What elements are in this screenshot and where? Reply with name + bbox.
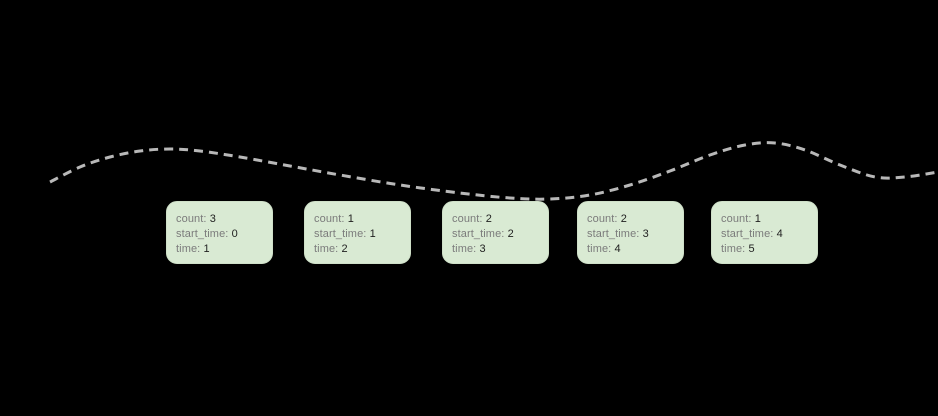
- node-field-value: 1: [347, 213, 354, 225]
- node-field: start_time: 3: [587, 227, 683, 242]
- node-field-key: time:: [721, 243, 746, 255]
- node-field-value: 3: [209, 213, 216, 225]
- node-field: time: 5: [721, 242, 817, 257]
- node-field-key: start_time:: [452, 228, 505, 240]
- node-field-value: 0: [231, 228, 238, 240]
- node-field-value: 2: [620, 213, 627, 225]
- node-field-key: count:: [587, 213, 618, 225]
- node-field: start_time: 2: [452, 227, 548, 242]
- node-field: start_time: 4: [721, 227, 817, 242]
- node-field: time: 3: [452, 242, 548, 257]
- node-field: start_time: 1: [314, 227, 410, 242]
- node-field-key: start_time:: [176, 228, 229, 240]
- node-field-key: time:: [314, 243, 339, 255]
- node-field-value: 4: [776, 228, 783, 240]
- node-field-key: time:: [452, 243, 477, 255]
- node-field: time: 2: [314, 242, 410, 257]
- node-field-key: time:: [176, 243, 201, 255]
- node-field-key: start_time:: [314, 228, 367, 240]
- node-field-value: 5: [748, 243, 755, 255]
- node-field-value: 1: [203, 243, 210, 255]
- node-field-key: count:: [721, 213, 752, 225]
- node-field-key: count:: [314, 213, 345, 225]
- node-field-value: 1: [754, 213, 761, 225]
- trend-path: [49, 141, 938, 201]
- node-field: start_time: 0: [176, 227, 272, 242]
- node-field: count: 1: [721, 212, 817, 227]
- node-field-value: 2: [507, 228, 514, 240]
- node-field-key: time:: [587, 243, 612, 255]
- node-field: count: 2: [587, 212, 683, 227]
- node-field-value: 4: [614, 243, 621, 255]
- node-field-value: 3: [642, 228, 649, 240]
- node-field-key: start_time:: [587, 228, 640, 240]
- node-field-key: count:: [452, 213, 483, 225]
- node-field: time: 4: [587, 242, 683, 257]
- node-field-key: start_time:: [721, 228, 774, 240]
- node-field: count: 3: [176, 212, 272, 227]
- node-field-value: 2: [485, 213, 492, 225]
- node-field: count: 1: [314, 212, 410, 227]
- node-field-value: 2: [341, 243, 348, 255]
- node-field: time: 1: [176, 242, 272, 257]
- node-field: count: 2: [452, 212, 548, 227]
- node-field-value: 3: [479, 243, 486, 255]
- node-field-key: count:: [176, 213, 207, 225]
- node-field-value: 1: [369, 228, 376, 240]
